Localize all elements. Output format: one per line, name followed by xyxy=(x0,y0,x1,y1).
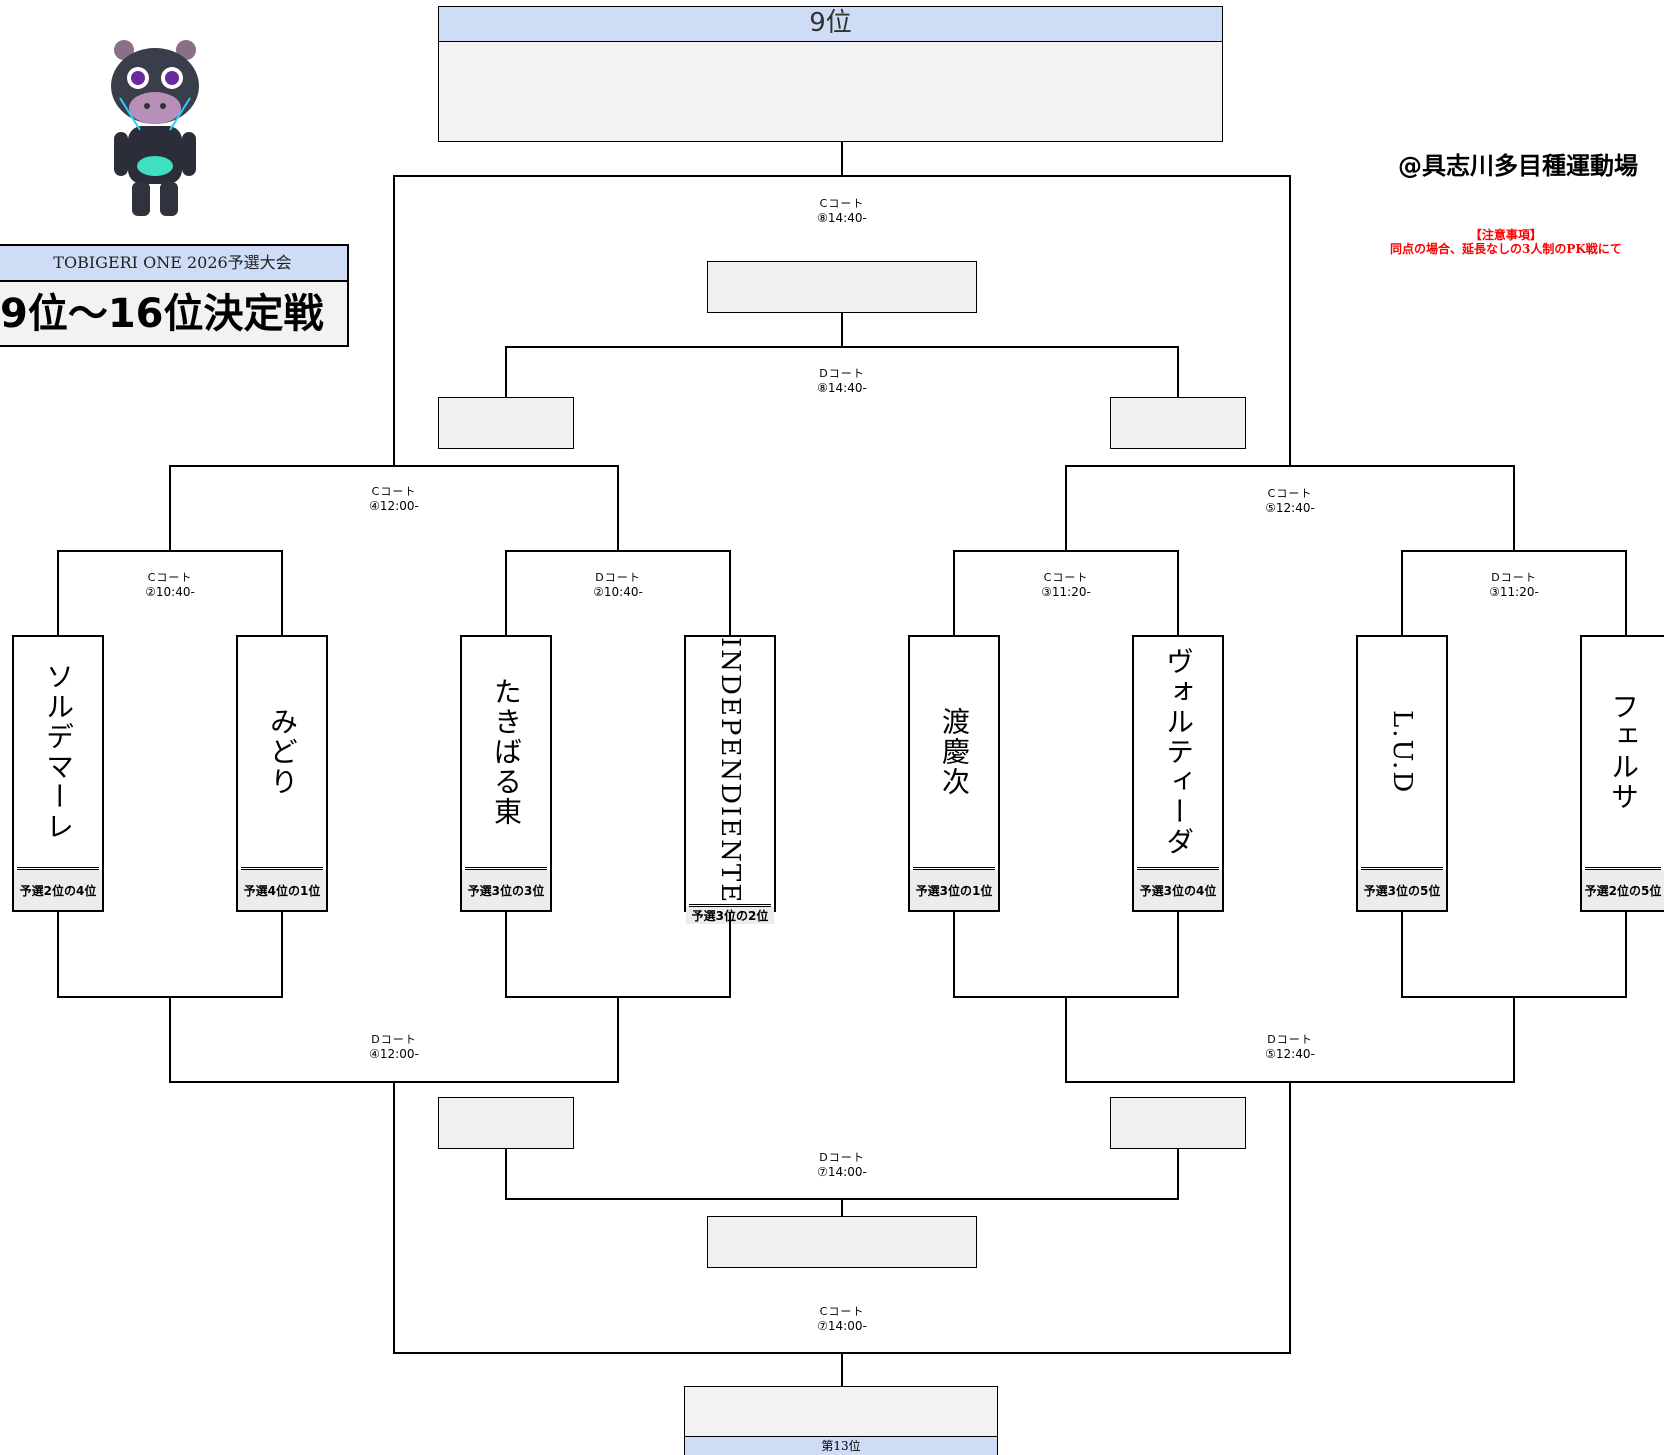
match-court: Cコート xyxy=(1267,487,1313,500)
result-box xyxy=(438,1097,574,1149)
match-label: Dコート ⑤12:40- xyxy=(1230,1032,1350,1062)
team-name: ヴォルティーダ xyxy=(1137,637,1219,870)
match-court: Dコート xyxy=(1267,1033,1313,1046)
result-box xyxy=(1110,397,1246,449)
thirteenth-place-label: 第13位 xyxy=(685,1436,997,1455)
match-time: ⑧14:40- xyxy=(817,381,867,395)
match-time: ⑦14:00- xyxy=(817,1319,867,1333)
team-qualification: 予選3位の3位 xyxy=(462,870,550,910)
notes-text: 同点の場合、延長なしの3人制のPK戦にて xyxy=(1390,242,1622,256)
team-name: L.U.D xyxy=(1361,637,1443,870)
match-label: Dコート ⑦14:00- xyxy=(782,1150,902,1180)
match-label: Dコート ②10:40- xyxy=(558,570,678,600)
team-qualification: 予選3位の1位 xyxy=(910,870,998,910)
result-box xyxy=(707,261,977,313)
match-time: ④12:00- xyxy=(369,1047,419,1061)
match-time: ⑤12:40- xyxy=(1265,501,1315,515)
notes-block: 【注意事項】 同点の場合、延長なしの3人制のPK戦にて xyxy=(1390,228,1622,256)
match-court: Cコート xyxy=(819,1305,865,1318)
match-court: Cコート xyxy=(147,571,193,584)
result-box xyxy=(438,397,574,449)
tournament-name: TOBIGERI ONE 2026予選大会 xyxy=(0,246,347,282)
match-court: Cコート xyxy=(819,197,865,210)
match-time: ②10:40- xyxy=(593,585,643,599)
team-qualification: 予選2位の5位 xyxy=(1582,870,1664,910)
match-time: ⑤12:40- xyxy=(1265,1047,1315,1061)
team-card: ソルデマーレ 予選2位の4位 xyxy=(12,635,104,912)
tournament-title-box: TOBIGERI ONE 2026予選大会 9位〜16位決定戦 xyxy=(0,244,349,347)
match-time: ④12:00- xyxy=(369,499,419,513)
team-name: フェルサ xyxy=(1585,637,1661,870)
result-box xyxy=(1110,1097,1246,1149)
thirteenth-place-box: 第13位 xyxy=(684,1386,998,1455)
venue-label: @具志川多目種運動場 xyxy=(1398,152,1638,180)
team-card: たきばる東 予選3位の3位 xyxy=(460,635,552,912)
match-court: Dコート xyxy=(371,1033,417,1046)
match-court: Cコート xyxy=(371,485,417,498)
team-card: L.U.D 予選3位の5位 xyxy=(1356,635,1448,912)
team-qualification: 予選4位の1位 xyxy=(238,870,326,910)
team-qualification: 予選3位の4位 xyxy=(1134,870,1222,910)
match-label: Cコート ⑧14:40- xyxy=(782,196,902,226)
match-court: Dコート xyxy=(819,1151,865,1164)
team-name: INDEPENDIENTE xyxy=(689,637,771,908)
team-qualification: 予選3位の5位 xyxy=(1358,870,1446,910)
team-card: ヴォルティーダ 予選3位の4位 xyxy=(1132,635,1224,912)
match-court: Dコート xyxy=(595,571,641,584)
match-time: ③11:20- xyxy=(1041,585,1091,599)
match-label: Cコート ⑦14:00- xyxy=(782,1304,902,1334)
match-label: Cコート ③11:20- xyxy=(1006,570,1126,600)
match-court: Cコート xyxy=(1043,571,1089,584)
team-card: みどり 予選4位の1位 xyxy=(236,635,328,912)
match-court: Dコート xyxy=(1491,571,1537,584)
notes-title: 【注意事項】 xyxy=(1469,228,1542,242)
mascot-image xyxy=(100,38,210,220)
match-time: ③11:20- xyxy=(1489,585,1539,599)
ninth-place-label: 9位 xyxy=(439,7,1222,42)
ninth-place-box: 9位 xyxy=(438,6,1223,142)
team-card: 渡慶次 予選3位の1位 xyxy=(908,635,1000,912)
team-card: INDEPENDIENTE 予選3位の2位 xyxy=(684,635,776,925)
team-qualification: 予選2位の4位 xyxy=(14,870,102,910)
team-name: ソルデマーレ xyxy=(17,637,99,870)
match-label: Cコート ④12:00- xyxy=(334,484,454,514)
team-name: 渡慶次 xyxy=(913,637,995,870)
match-court: Dコート xyxy=(819,367,865,380)
team-card: フェルサ 予選2位の5位 xyxy=(1580,635,1664,912)
team-name: みどり xyxy=(241,637,323,870)
match-label: Cコート ②10:40- xyxy=(110,570,230,600)
match-label: Dコート ③11:20- xyxy=(1454,570,1574,600)
match-time: ⑧14:40- xyxy=(817,211,867,225)
match-time: ⑦14:00- xyxy=(817,1165,867,1179)
match-label: Dコート ④12:00- xyxy=(334,1032,454,1062)
match-label: Cコート ⑤12:40- xyxy=(1230,486,1350,516)
result-box xyxy=(707,1216,977,1268)
bracket-subtitle: 9位〜16位決定戦 xyxy=(0,291,324,337)
match-label: Dコート ⑧14:40- xyxy=(782,366,902,396)
team-name: たきばる東 xyxy=(465,637,547,870)
match-time: ②10:40- xyxy=(145,585,195,599)
